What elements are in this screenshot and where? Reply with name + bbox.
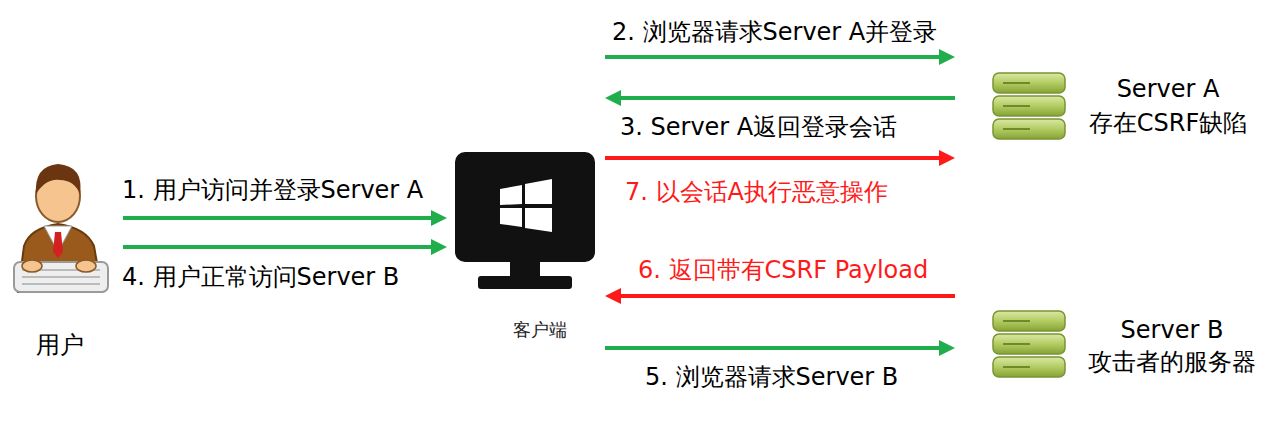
server-icon <box>993 311 1065 377</box>
arrow-line <box>123 216 433 220</box>
windows-logo <box>500 208 522 227</box>
flow-arrow <box>605 340 955 356</box>
flow-arrow <box>605 150 955 166</box>
windows-logo <box>525 208 552 232</box>
arrow-line <box>605 346 941 350</box>
user-hair <box>36 164 81 194</box>
flow-arrow <box>123 239 447 255</box>
node-label: 客户端 <box>513 319 567 341</box>
step-label: 1. 用户访问并登录Server A <box>120 176 425 205</box>
monitor-base <box>478 276 572 289</box>
arrow-head <box>939 150 955 166</box>
arrow-line <box>123 245 433 249</box>
arrow-head <box>605 288 621 304</box>
server-a-node: Server A 存在CSRF缺陷 <box>958 62 1260 146</box>
arrow-head <box>939 340 955 356</box>
user-hand <box>76 260 96 272</box>
node-label: Server B <box>1121 316 1224 345</box>
node-label: 存在CSRF缺陷 <box>1089 109 1247 138</box>
node-label: 攻击者的服务器 <box>1088 348 1256 377</box>
flow-arrow <box>605 288 955 304</box>
node-label: Server A <box>1117 75 1220 104</box>
monitor <box>455 152 595 262</box>
step-label: 6. 返回带有CSRF Payload <box>636 256 930 285</box>
flow-arrow <box>605 90 955 106</box>
arrow-head <box>431 210 447 226</box>
user-hand <box>22 260 42 272</box>
user-node: 用户 <box>8 150 120 365</box>
server-slots <box>1003 83 1030 129</box>
step-label: 2. 浏览器请求Server A并登录 <box>610 18 939 47</box>
server-slots <box>1003 321 1030 367</box>
node-label: 用户 <box>36 331 84 360</box>
step-label: 4. 用户正常访问Server B <box>120 263 401 292</box>
server-b-node: Server B 攻击者的服务器 <box>958 302 1260 384</box>
arrow-line <box>619 96 955 100</box>
arrow-line <box>605 55 941 59</box>
windows-logo <box>525 179 552 204</box>
user-figure <box>14 164 108 292</box>
step-label: 7. 以会话A执行恶意操作 <box>623 178 890 207</box>
computer-icon <box>455 152 595 289</box>
server-icon <box>993 73 1065 139</box>
step-label: 5. 浏览器请求Server B <box>643 363 900 392</box>
arrow-line <box>619 294 955 298</box>
flow-arrow <box>123 210 447 226</box>
flow-arrow <box>605 49 955 65</box>
user-tie <box>53 232 63 258</box>
step-label: 3. Server A返回登录会话 <box>618 113 899 142</box>
windows-logo <box>500 185 522 205</box>
arrow-head <box>605 90 621 106</box>
client-node: 客户端 <box>450 150 602 345</box>
arrow-head <box>939 49 955 65</box>
monitor-neck <box>510 260 540 278</box>
arrow-head <box>431 239 447 255</box>
arrow-line <box>605 156 941 160</box>
